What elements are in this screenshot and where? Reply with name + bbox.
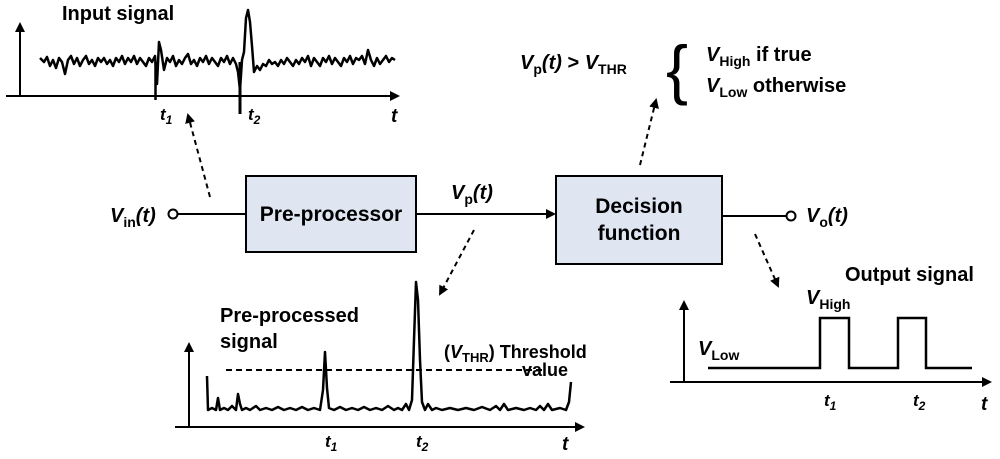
output-t2-label: t2	[913, 391, 926, 413]
condition-case-low: VLow otherwise	[706, 75, 846, 100]
output-dashed-arrow	[754, 233, 780, 288]
input-dashed-arrow	[185, 113, 211, 198]
output-vlow-label: VLow	[698, 338, 739, 363]
preprocessed-title-line2: signal	[220, 331, 278, 353]
decision-function-block	[555, 175, 723, 265]
input-t2-label: t2	[248, 105, 261, 127]
output-node-label: Vo(t)	[806, 205, 848, 230]
decision-label-line1: Decision	[595, 195, 683, 218]
vp-dashed-arrow	[439, 229, 475, 296]
input-t-axis-label: t	[391, 106, 398, 127]
condition-inequality: Vp(t) > VTHR	[520, 52, 627, 77]
input-signal-panel: Input signal t1 t2 t	[6, 3, 400, 127]
preprocessed-t2-label: t2	[416, 432, 429, 454]
preprocessed-signal-trace	[205, 280, 573, 412]
output-t1-label: t1	[824, 391, 837, 413]
output-t-axis-label: t	[981, 394, 988, 415]
input-t1-label: t1	[160, 105, 173, 127]
input-signal-title: Input signal	[62, 3, 174, 25]
input-signal-trace	[39, 8, 396, 92]
output-signal-trace	[708, 316, 972, 370]
vp-label: Vp(t)	[451, 182, 493, 207]
output-signal-panel: Output signal VHigh VLow t1 t2 t	[670, 264, 992, 415]
output-signal-title: Output signal	[845, 264, 974, 286]
condition-brace: {	[666, 32, 688, 106]
preprocessed-signal-panel: Pre-processed signal (VTHR) Threshold va…	[175, 280, 587, 455]
preprocessor-label: Pre-processor	[260, 203, 402, 226]
preprocessed-t-axis-label: t	[562, 434, 569, 455]
preprocessed-t1-label: t1	[325, 432, 338, 454]
output-terminal-circle	[785, 210, 797, 222]
threshold-label-line1: (VTHR) Threshold	[444, 342, 587, 365]
output-vhigh-label: VHigh	[806, 287, 850, 312]
decision-label-line2: function	[598, 222, 681, 245]
input-node-label: Vin(t)	[110, 205, 156, 230]
threshold-label-line2: value	[522, 360, 568, 380]
condition-case-high: VHigh if true	[706, 44, 812, 69]
preprocessed-title-line1: Pre-processed	[220, 305, 359, 327]
svg-text:Vin(t): Vin(t)	[110, 205, 156, 230]
decision-dashed-arrow	[639, 98, 659, 166]
preprocessor-block	[245, 175, 417, 253]
input-terminal-circle	[167, 208, 179, 220]
decision-condition: Vp(t) > VTHR { VHigh if true VLow otherw…	[520, 32, 846, 106]
